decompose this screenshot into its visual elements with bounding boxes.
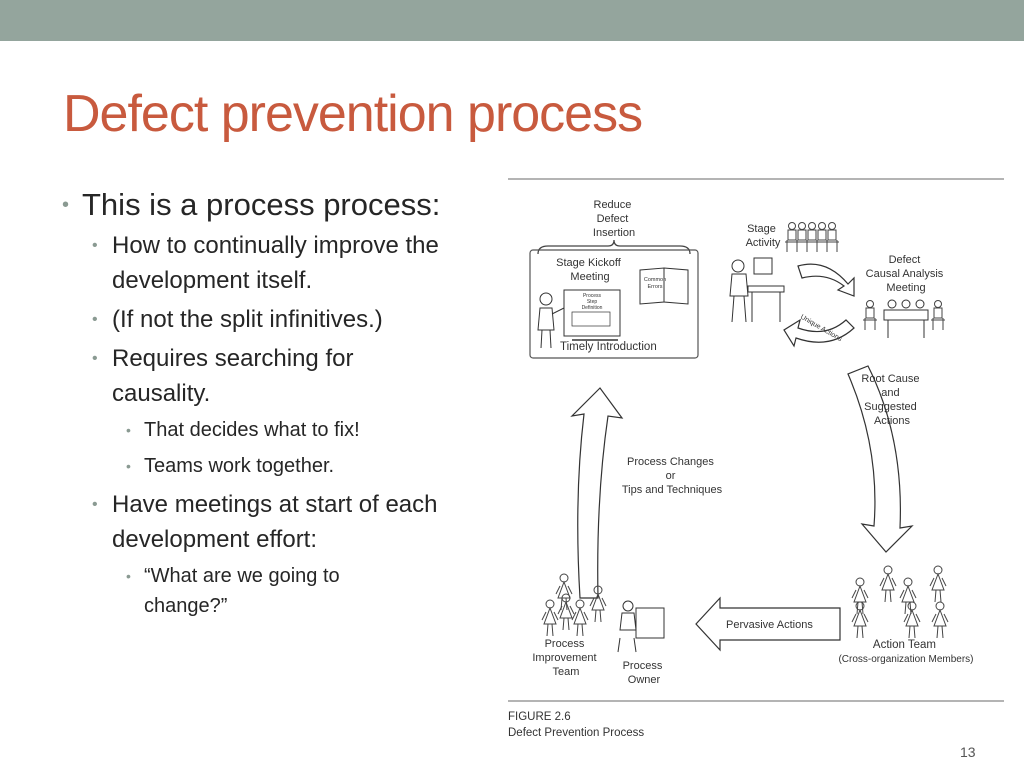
bullet-item: • Have meetings at start of each developm… [62, 487, 442, 557]
brace-icon [537, 239, 691, 255]
desk-worker-icon [729, 257, 785, 323]
bullet-text: How to continually improve the developme… [112, 232, 439, 294]
process-owner-label: Process Owner [623, 660, 666, 686]
reduce-label: Reduce Defect Insertion [593, 199, 635, 239]
bullet-dot-icon: • [92, 237, 98, 254]
svg-text:Step: Step [587, 299, 598, 305]
figure-caption-number: FIGURE 2.6 [508, 711, 571, 723]
pervasive-arrow-icon [695, 596, 841, 652]
stage-activity-label: Stage Activity [746, 223, 781, 249]
cycle-arrow-icon [797, 263, 855, 297]
book-icon: Common Errors [639, 267, 689, 305]
presenter-icon [537, 292, 565, 349]
svg-text:Errors: Errors [648, 284, 663, 290]
bullet-text: Requires searching for causality. [112, 345, 354, 407]
bullet-text: That decides what to fix! [144, 419, 360, 441]
bullet-dot-icon: • [126, 422, 131, 438]
kickoff-label: Stage Kickoff Meeting [556, 257, 624, 283]
action-team-label: Action Team (Cross-organization Members) [838, 639, 973, 665]
down-arrow-icon [847, 365, 914, 553]
bullet-item: • (If not the split infinitives.) [62, 302, 507, 337]
bullet-item: • “What are we going to change?” [62, 561, 404, 621]
bullet-dot-icon: • [92, 350, 98, 367]
svg-text:Common: Common [644, 277, 666, 283]
bullet-dot-icon: • [92, 496, 98, 513]
process-changes-label: Process Changes or Tips and Techniques [622, 456, 723, 496]
action-team-icon [851, 565, 949, 639]
bullet-item: • That decides what to fix! [62, 415, 507, 445]
defect-prevention-figure: Reduce Defect Insertion Stage Kickoff Me… [508, 178, 1004, 743]
pervasive-actions-label: Pervasive Actions [726, 619, 813, 631]
kickoff-box [529, 249, 699, 359]
bullet-list: • This is a process process: • How to cont… [62, 186, 507, 627]
bullet-item: • Teams work together. [62, 451, 507, 481]
improvement-team-label: Process Improvement Team [532, 638, 599, 678]
causal-analysis-label: Defect Causal Analysis Meeting [866, 254, 947, 294]
bullet-item: • How to continually improve the developm… [62, 228, 507, 298]
whiteboard-icon: Process Step Definition [563, 289, 621, 341]
bullet-dot-icon: • [126, 458, 131, 474]
timely-intro-label: Timely Introduction [560, 341, 657, 353]
bullet-item: • Requires searching for causality. [62, 341, 412, 411]
svg-text:Process: Process [583, 293, 602, 299]
svg-text:Definition: Definition [582, 305, 603, 311]
bullet-dot-icon: • [126, 568, 131, 584]
bullet-text: This is a process process: [82, 187, 441, 222]
bullet-text: “What are we going to change?” [144, 565, 340, 617]
page-number: 13 [960, 744, 976, 760]
slide-title: Defect prevention process [63, 85, 643, 143]
cycle-arrow-return-icon [783, 318, 855, 348]
top-bar [0, 0, 1024, 41]
root-cause-label: Root Cause and Suggested Actions [861, 373, 922, 427]
meeting-table-icon [862, 299, 946, 338]
bullet-text: Teams work together. [144, 455, 335, 477]
bullet-text: (If not the split infinitives.) [112, 306, 383, 333]
up-arrow-icon [570, 387, 624, 599]
team-icon [784, 222, 840, 253]
bullet-item: • This is a process process: [62, 186, 507, 224]
process-owner-icon [617, 600, 665, 653]
bullet-text: Have meetings at start of each developme… [112, 491, 438, 553]
figure-caption-title: Defect Prevention Process [508, 727, 644, 739]
bullet-dot-icon: • [62, 194, 70, 216]
bullet-dot-icon: • [92, 311, 98, 328]
